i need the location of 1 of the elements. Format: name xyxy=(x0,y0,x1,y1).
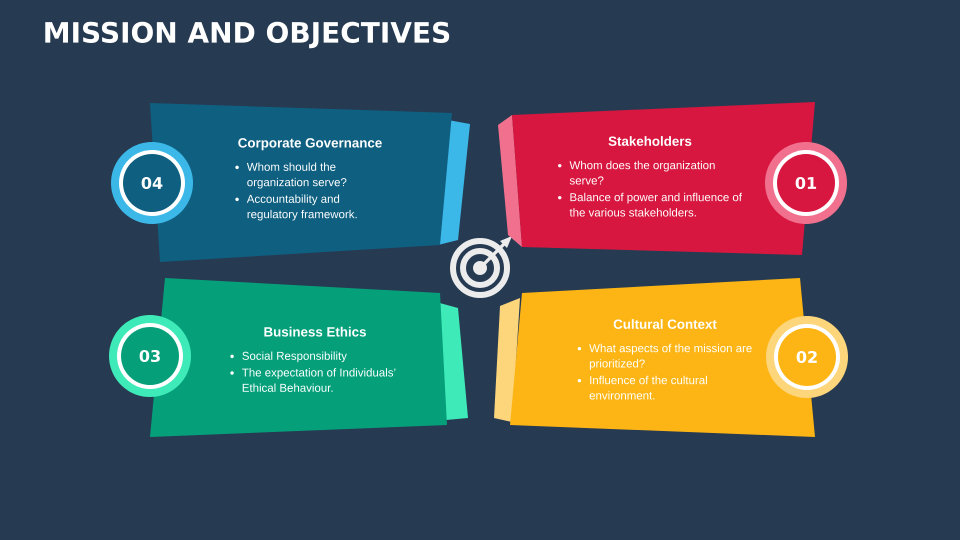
title: MISSION AND OBJECTIVES xyxy=(45,22,450,48)
